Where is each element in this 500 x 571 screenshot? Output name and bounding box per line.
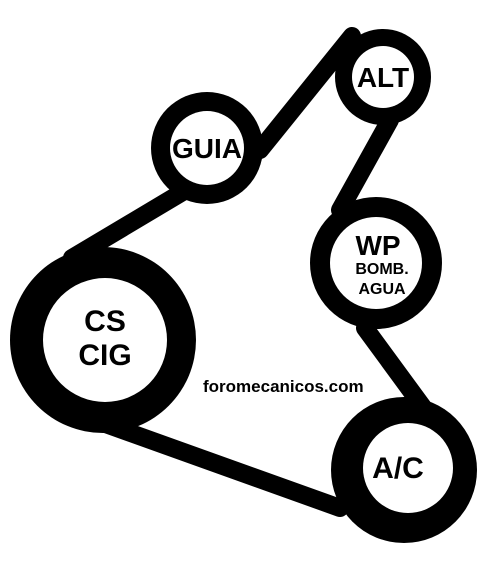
ac-label: A/C: [372, 452, 424, 485]
alt-label: ALT: [357, 62, 409, 93]
wp-label-line1: WP: [355, 230, 400, 261]
wp-label-line3: AGUA: [358, 281, 406, 298]
belt-segment-idler-to-alt: [251, 27, 361, 159]
water-pump-pulley: WP BOMB. AGUA: [310, 197, 442, 329]
ac-pulley: A/C: [331, 397, 477, 543]
crank-label-line1: CS: [84, 305, 126, 338]
belt-segment-ac-to-crank: [91, 413, 349, 517]
belt: [63, 27, 437, 517]
idler-label: GUIA: [172, 133, 242, 164]
alternator-pulley: ALT: [335, 29, 431, 125]
wp-label-line2: BOMB.: [355, 261, 408, 278]
crank-label-line2: CIG: [78, 339, 131, 372]
belt-segment-crank-to-idler: [63, 181, 195, 267]
idler-pulley: GUIA: [151, 92, 263, 204]
crankshaft-pulley: CS CIG: [10, 247, 196, 433]
belt-segment-alt-to-wp: [331, 111, 399, 219]
watermark-text: foromecanicos.com: [203, 377, 364, 396]
